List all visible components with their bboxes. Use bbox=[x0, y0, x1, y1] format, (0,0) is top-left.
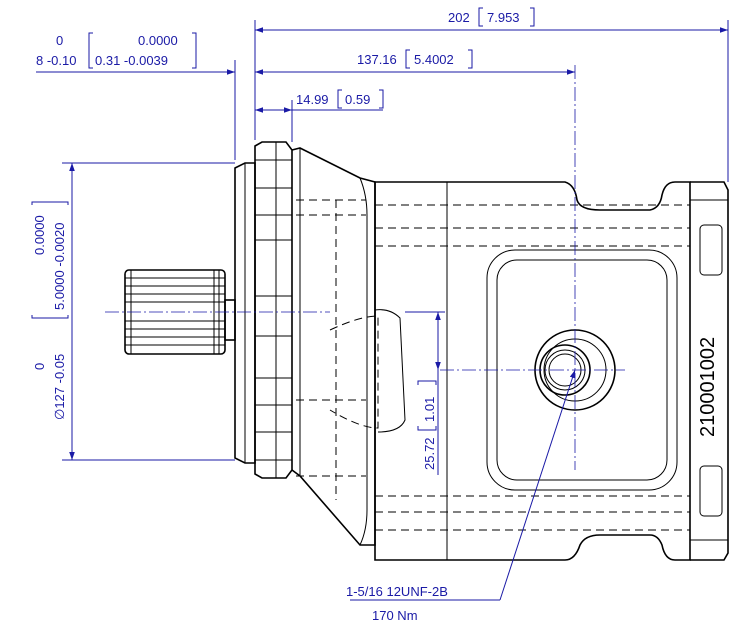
mounting-flange bbox=[254, 141, 293, 479]
flange-thickness-dimension: 14.99 0.59 bbox=[255, 89, 384, 142]
port-offset-dimension: 25.72 1.01 bbox=[405, 311, 445, 475]
port-position-dimension: 137.16 5.4002 bbox=[255, 49, 575, 75]
overall-length-in: 7.953 bbox=[487, 10, 520, 25]
flange-thickness-mm: 14.99 bbox=[296, 92, 329, 107]
pilot-diameter-lower-in: 5.0000 -0.0020 bbox=[52, 223, 67, 310]
dimensions: 202 7.953 137.16 5.4002 14.99 0.59 bbox=[31, 7, 729, 623]
port-thread-label: 1-5/16 12UNF-2B bbox=[346, 584, 448, 599]
main-housing bbox=[374, 181, 691, 561]
center-lines bbox=[105, 65, 625, 470]
port-position-in: 5.4002 bbox=[414, 52, 454, 67]
pilot-diameter-dimension: 0 ∅127 -0.05 0.0000 5.0000 -0.0020 bbox=[31, 162, 235, 461]
flange-thickness-in: 0.59 bbox=[345, 92, 370, 107]
pilot-length-lower-mm: 8 -0.10 bbox=[36, 53, 76, 68]
pilot-diameter-upper-in: 0.0000 bbox=[32, 215, 47, 255]
pilot-diameter-upper-mm: 0 bbox=[32, 363, 47, 370]
pilot-length-dimension: 0 8 -0.10 0.0000 0.31 -0.0039 bbox=[36, 32, 236, 160]
pilot-length-lower-in: 0.31 -0.0039 bbox=[95, 53, 168, 68]
part-number: 210001002 bbox=[697, 337, 719, 437]
pilot-length-upper-mm: 0 bbox=[56, 33, 63, 48]
pilot-boss bbox=[234, 162, 256, 464]
port-offset-mm: 25.72 bbox=[422, 437, 437, 470]
rear-cover bbox=[690, 181, 729, 561]
port-offset-in: 1.01 bbox=[422, 397, 437, 422]
pump-body bbox=[124, 141, 729, 561]
front-cover bbox=[291, 147, 379, 546]
overall-length-mm: 202 bbox=[448, 10, 470, 25]
pilot-diameter-lower-mm: ∅127 -0.05 bbox=[52, 354, 67, 420]
overall-length-dimension: 202 7.953 bbox=[254, 7, 729, 182]
port-callout: 1-5/16 12UNF-2B 170 Nm bbox=[346, 369, 576, 623]
port-torque-label: 170 Nm bbox=[372, 608, 418, 623]
pilot-length-upper-in: 0.0000 bbox=[138, 33, 178, 48]
port-position-mm: 137.16 bbox=[357, 52, 397, 67]
